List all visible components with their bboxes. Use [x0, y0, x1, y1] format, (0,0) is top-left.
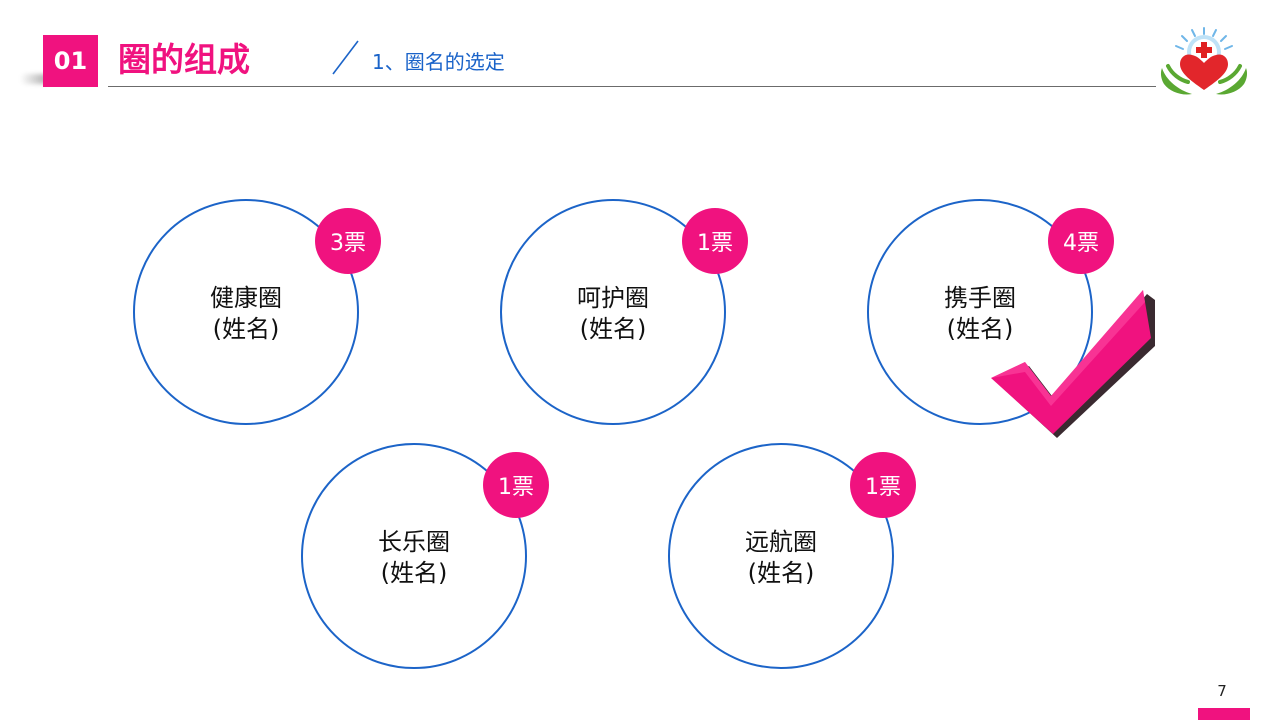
- option-label: 呵护圈 (姓名): [502, 283, 724, 345]
- section-number-badge: 01: [43, 35, 98, 87]
- vote-count-badge: 3票: [315, 208, 381, 274]
- option-note: (姓名): [946, 315, 1014, 343]
- subtitle: 1、圈名的选定: [372, 50, 505, 74]
- header-divider: [108, 86, 1156, 87]
- option-note: (姓名): [747, 559, 815, 587]
- check-mark-icon: [991, 290, 1155, 438]
- option-label: 携手圈 (姓名): [869, 283, 1091, 345]
- option-name: 呵护圈: [577, 284, 649, 312]
- option-name: 携手圈: [944, 284, 1016, 312]
- vote-count-badge: 1票: [682, 208, 748, 274]
- option-name: 长乐圈: [378, 528, 450, 556]
- option-name: 健康圈: [210, 284, 282, 312]
- option-name: 远航圈: [745, 528, 817, 556]
- option-label: 长乐圈 (姓名): [303, 527, 525, 589]
- option-note: (姓名): [579, 315, 647, 343]
- section-title: 圈的组成: [118, 40, 250, 79]
- option-note: (姓名): [212, 315, 280, 343]
- option-circle-xieshou: 携手圈 (姓名): [867, 199, 1093, 425]
- page-number: 7: [1217, 682, 1227, 700]
- vote-count-badge: 1票: [850, 452, 916, 518]
- hospital-logo-icon: [1160, 27, 1248, 95]
- option-label: 远航圈 (姓名): [670, 527, 892, 589]
- option-note: (姓名): [380, 559, 448, 587]
- option-label: 健康圈 (姓名): [135, 283, 357, 345]
- option-circle-jiankang: 健康圈 (姓名): [133, 199, 359, 425]
- vote-count-badge: 1票: [483, 452, 549, 518]
- header-shadow: [20, 74, 50, 84]
- footer-accent-bar: [1198, 708, 1250, 720]
- divider-slash: [332, 40, 359, 75]
- vote-count-badge: 4票: [1048, 208, 1114, 274]
